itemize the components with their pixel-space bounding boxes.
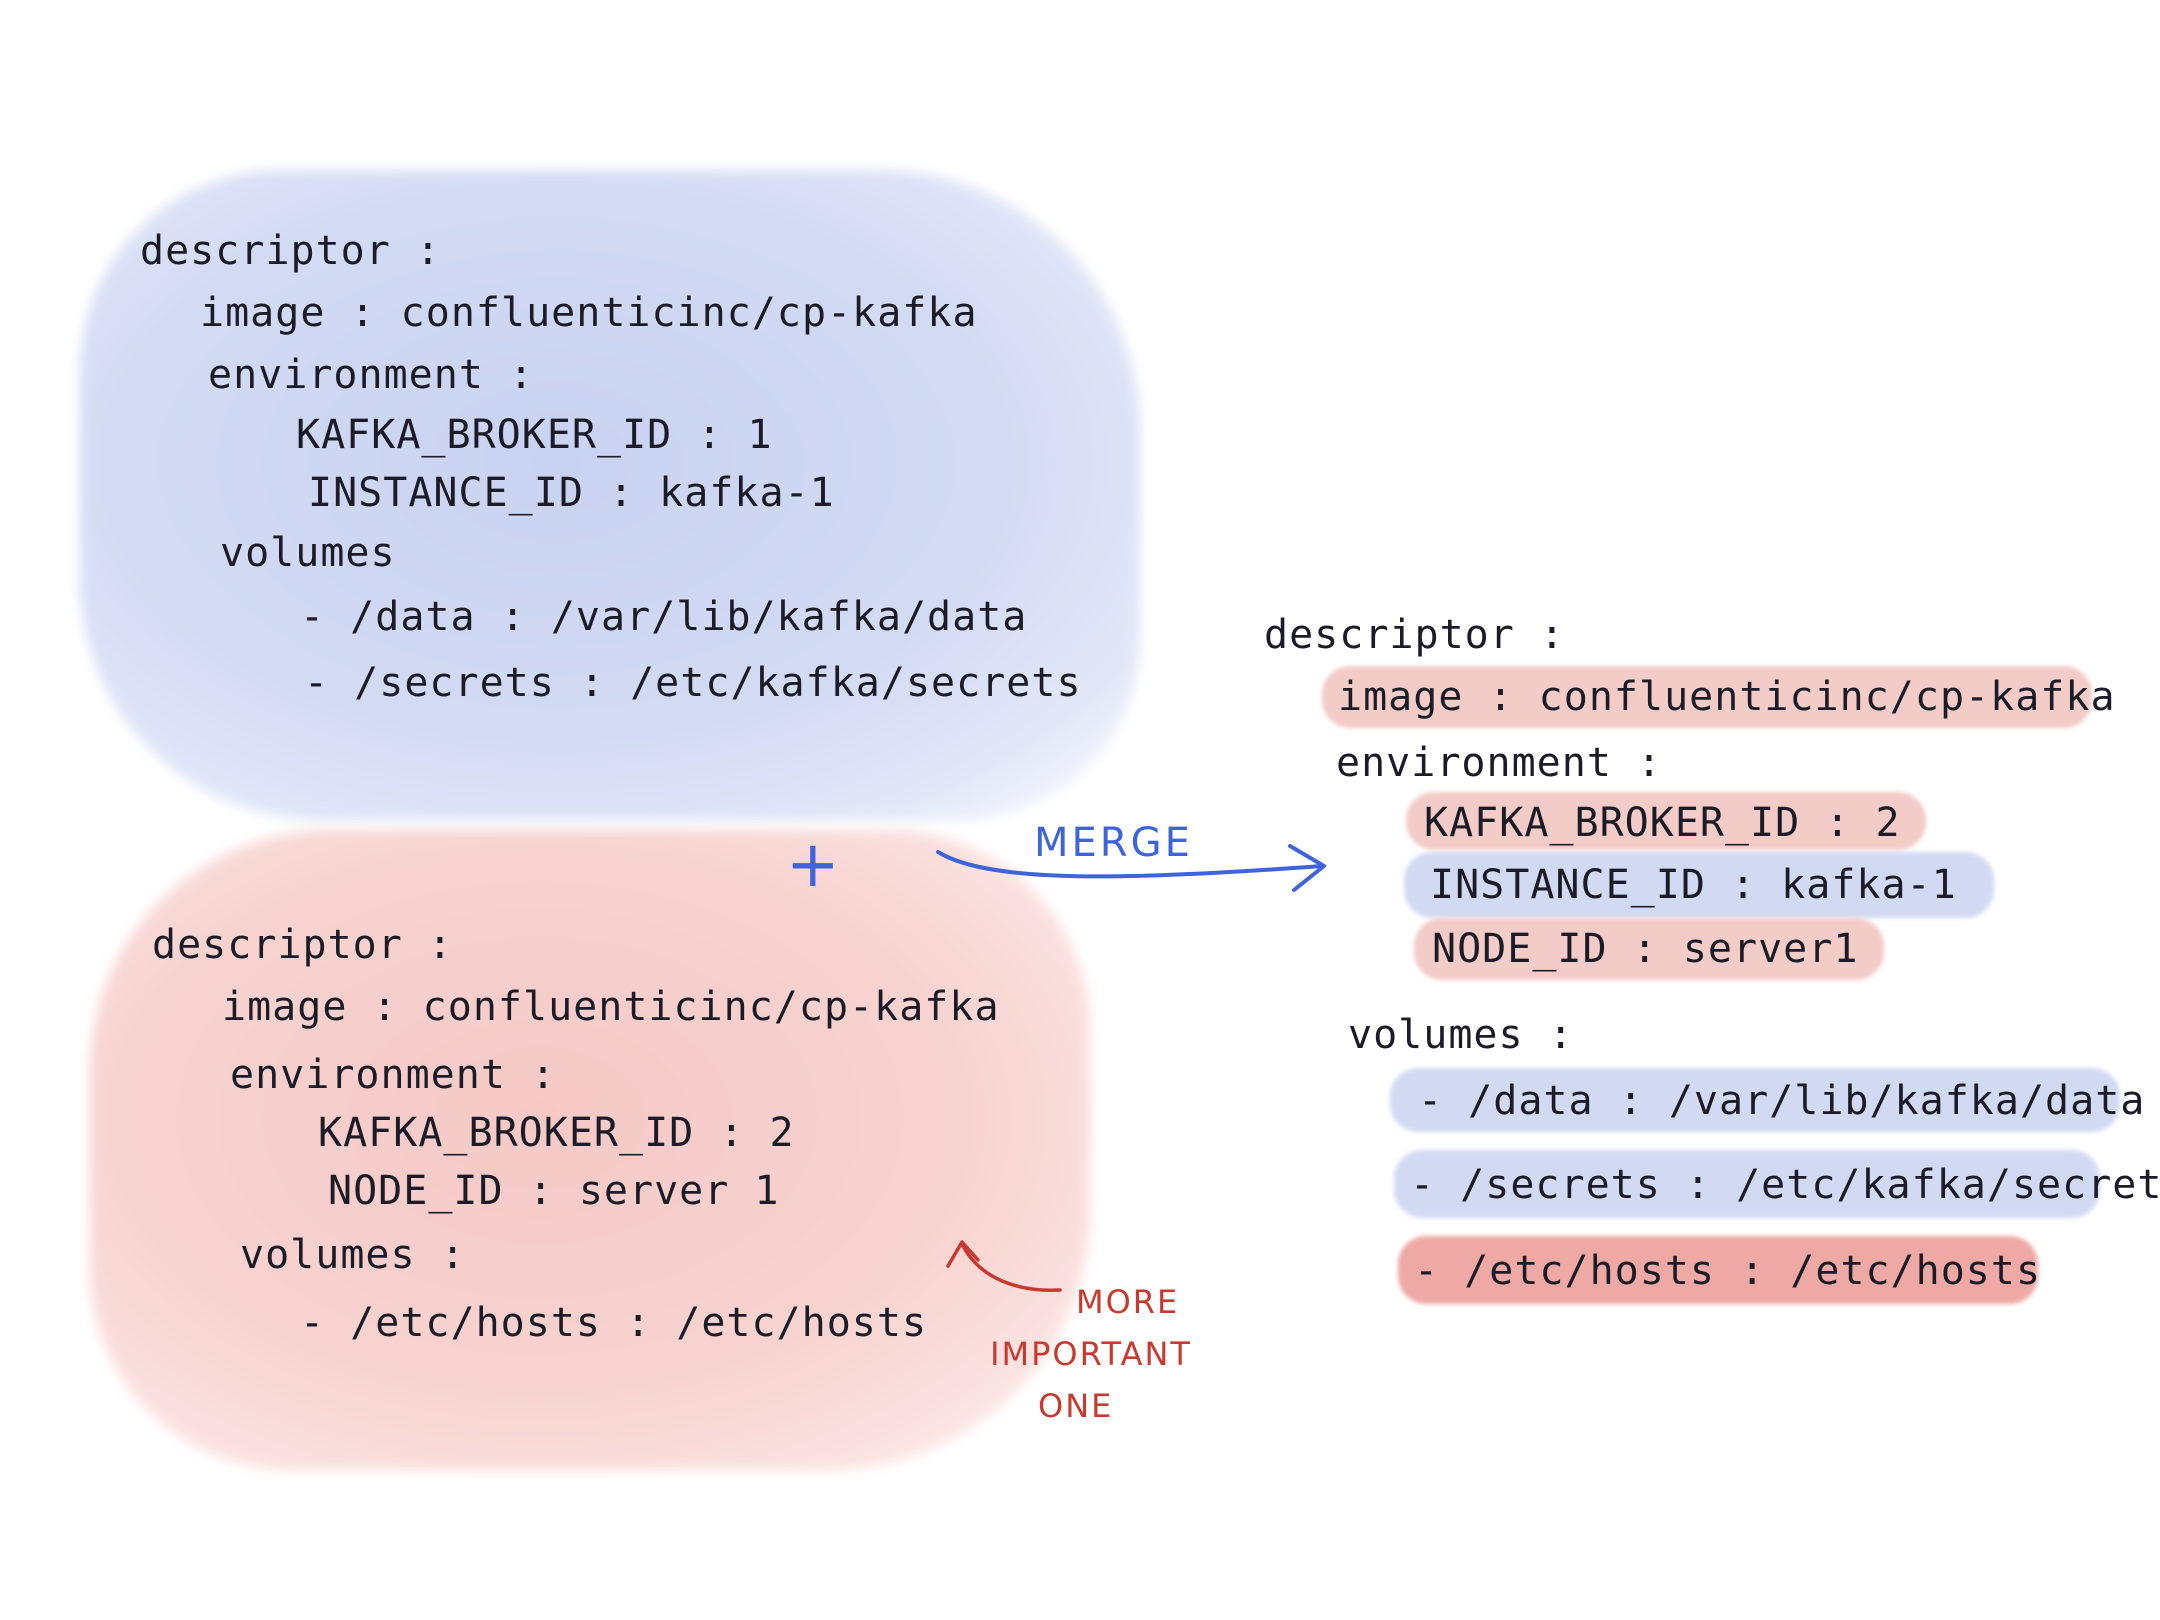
blue-line-volume-secrets: - /secrets : /etc/kafka/secrets (304, 660, 1082, 706)
result-line-volumes: volumes : (1348, 1012, 1574, 1058)
note-line-3: ONE (1038, 1387, 1114, 1425)
blue-line-volume-data: - /data : /var/lib/kafka/data (300, 594, 1028, 640)
result-highlight-broker-id (1406, 792, 1926, 850)
red-line-broker-id: KAFKA_BROKER_ID : 2 (318, 1110, 795, 1156)
red-descriptor-cloud (90, 830, 1090, 1470)
note-line-2: IMPORTANT (990, 1335, 1192, 1373)
merge-label: MERGE (1034, 820, 1193, 866)
red-line-environment: environment : (230, 1052, 557, 1098)
result-line-volume-hosts: - /etc/hosts : /etc/hosts (1414, 1248, 2042, 1294)
blue-line-descriptor: descriptor : (140, 228, 441, 274)
blue-line-image: image : confluenticinc/cp-kafka (200, 290, 978, 336)
red-line-descriptor: descriptor : (152, 922, 453, 968)
blue-line-broker-id: KAFKA_BROKER_ID : 1 (296, 412, 773, 458)
blue-descriptor-cloud (80, 170, 1140, 820)
result-highlight-image (1322, 666, 2092, 728)
red-line-node-id: NODE_ID : server 1 (328, 1168, 780, 1214)
result-line-volume-secrets: - /secrets : /etc/kafka/secrets (1410, 1162, 2160, 1208)
result-highlight-instance-id (1404, 852, 1994, 918)
result-highlight-volume-hosts (1398, 1236, 2038, 1304)
red-line-volume-hosts: - /etc/hosts : /etc/hosts (300, 1300, 928, 1346)
merge-arrow-icon (936, 844, 1326, 892)
result-highlight-volume-secrets (1394, 1150, 2100, 1218)
result-line-image: image : confluenticinc/cp-kafka (1338, 674, 2116, 720)
result-line-environment: environment : (1336, 740, 1663, 786)
red-line-volumes: volumes : (240, 1232, 466, 1278)
result-line-descriptor: descriptor : (1264, 612, 1565, 658)
red-line-image: image : confluenticinc/cp-kafka (222, 984, 1000, 1030)
note-line-1: MORE (1076, 1283, 1180, 1321)
blue-line-environment: environment : (208, 352, 535, 398)
blue-line-instance-id: INSTANCE_ID : kafka-1 (308, 470, 835, 516)
plus-sign: + (786, 828, 840, 902)
result-line-node-id: NODE_ID : server1 (1432, 926, 1859, 972)
blue-line-volumes: volumes (220, 530, 396, 576)
note-more-important: MORE IMPORTANT ONE (986, 1276, 1196, 1432)
result-line-instance-id: INSTANCE_ID : kafka-1 (1430, 862, 1957, 908)
result-highlight-node-id (1414, 918, 1884, 980)
result-line-volume-data: - /data : /var/lib/kafka/data (1418, 1078, 2146, 1124)
result-line-broker-id: KAFKA_BROKER_ID : 2 (1424, 800, 1901, 846)
result-highlight-volume-data (1390, 1068, 2120, 1132)
note-arrow-icon (946, 1240, 1062, 1292)
